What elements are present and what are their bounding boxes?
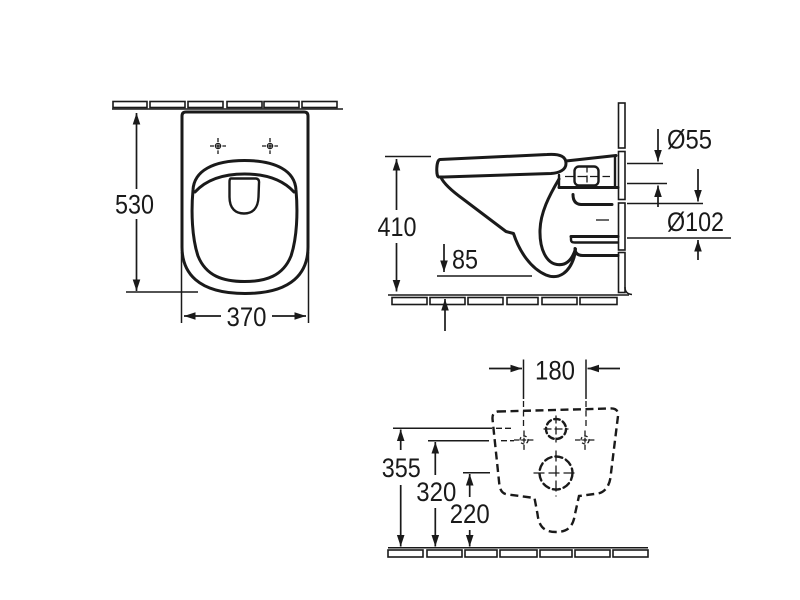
seat-profile: [435, 152, 568, 179]
width-dimension: 370: [180, 252, 310, 332]
water-surface-outline: [228, 177, 261, 215]
fixing-hole-spacing-label: 180: [535, 356, 575, 386]
top-view-depth-label: 530: [115, 190, 154, 220]
depth-dimension: 530: [115, 113, 198, 293]
side-view: 410 85 Ø55 Ø102: [378, 102, 731, 331]
fixing-point-marker-right: [262, 138, 278, 154]
inlet-height-label: 355: [382, 453, 421, 483]
fixing-hole-spacing-dimension: 180: [489, 356, 620, 429]
floor-hatch-side-view: [388, 294, 629, 306]
wall-hatch-top-view: [112, 100, 343, 110]
outlet-pipe-dimension: Ø102: [627, 169, 731, 260]
fixing-point-marker-left: [210, 138, 226, 154]
inlet-diameter-label: Ø55: [667, 125, 712, 155]
toilet-side-profile: [435, 152, 620, 279]
toilet-body-outline: [180, 110, 310, 295]
inlet-hole: [543, 415, 569, 443]
outlet-offset-dimension: 85: [437, 244, 532, 277]
side-view-outlet-offset-label: 85: [452, 245, 478, 275]
outlet-diameter-label: Ø102: [667, 207, 724, 237]
outlet-height-label: 220: [450, 499, 490, 529]
rear-outline: [491, 407, 620, 534]
bowl-outer-profile: [439, 176, 577, 279]
fixing-hole-left: [514, 430, 534, 450]
outlet-hole: [533, 450, 579, 497]
seat-inner-arc: [193, 172, 296, 194]
top-view: 530 370: [112, 100, 343, 332]
rear-view: 180 355 320 220: [382, 356, 649, 558]
inlet-pipe-dimension: Ø55: [627, 125, 712, 207]
fixing-hole-height-dimension: 320: [416, 442, 456, 547]
side-view-height-label: 410: [378, 212, 417, 242]
rear-deck-top: [564, 154, 618, 163]
floor-hatch-rear-view: [387, 546, 649, 558]
height-dimension: 410: [378, 155, 431, 292]
top-view-width-label: 370: [227, 302, 267, 332]
outlet-block-top: [571, 193, 614, 206]
trap-curve: [538, 177, 577, 267]
wall-hatch-side-view: [617, 102, 633, 296]
seat-ring-outline: [190, 159, 299, 283]
outlet-height-dimension: 220: [450, 474, 490, 547]
fixing-hole-height-label: 320: [416, 477, 456, 507]
inlet-height-dimension: 355: [382, 429, 421, 547]
fixing-hole-right: [575, 430, 595, 450]
